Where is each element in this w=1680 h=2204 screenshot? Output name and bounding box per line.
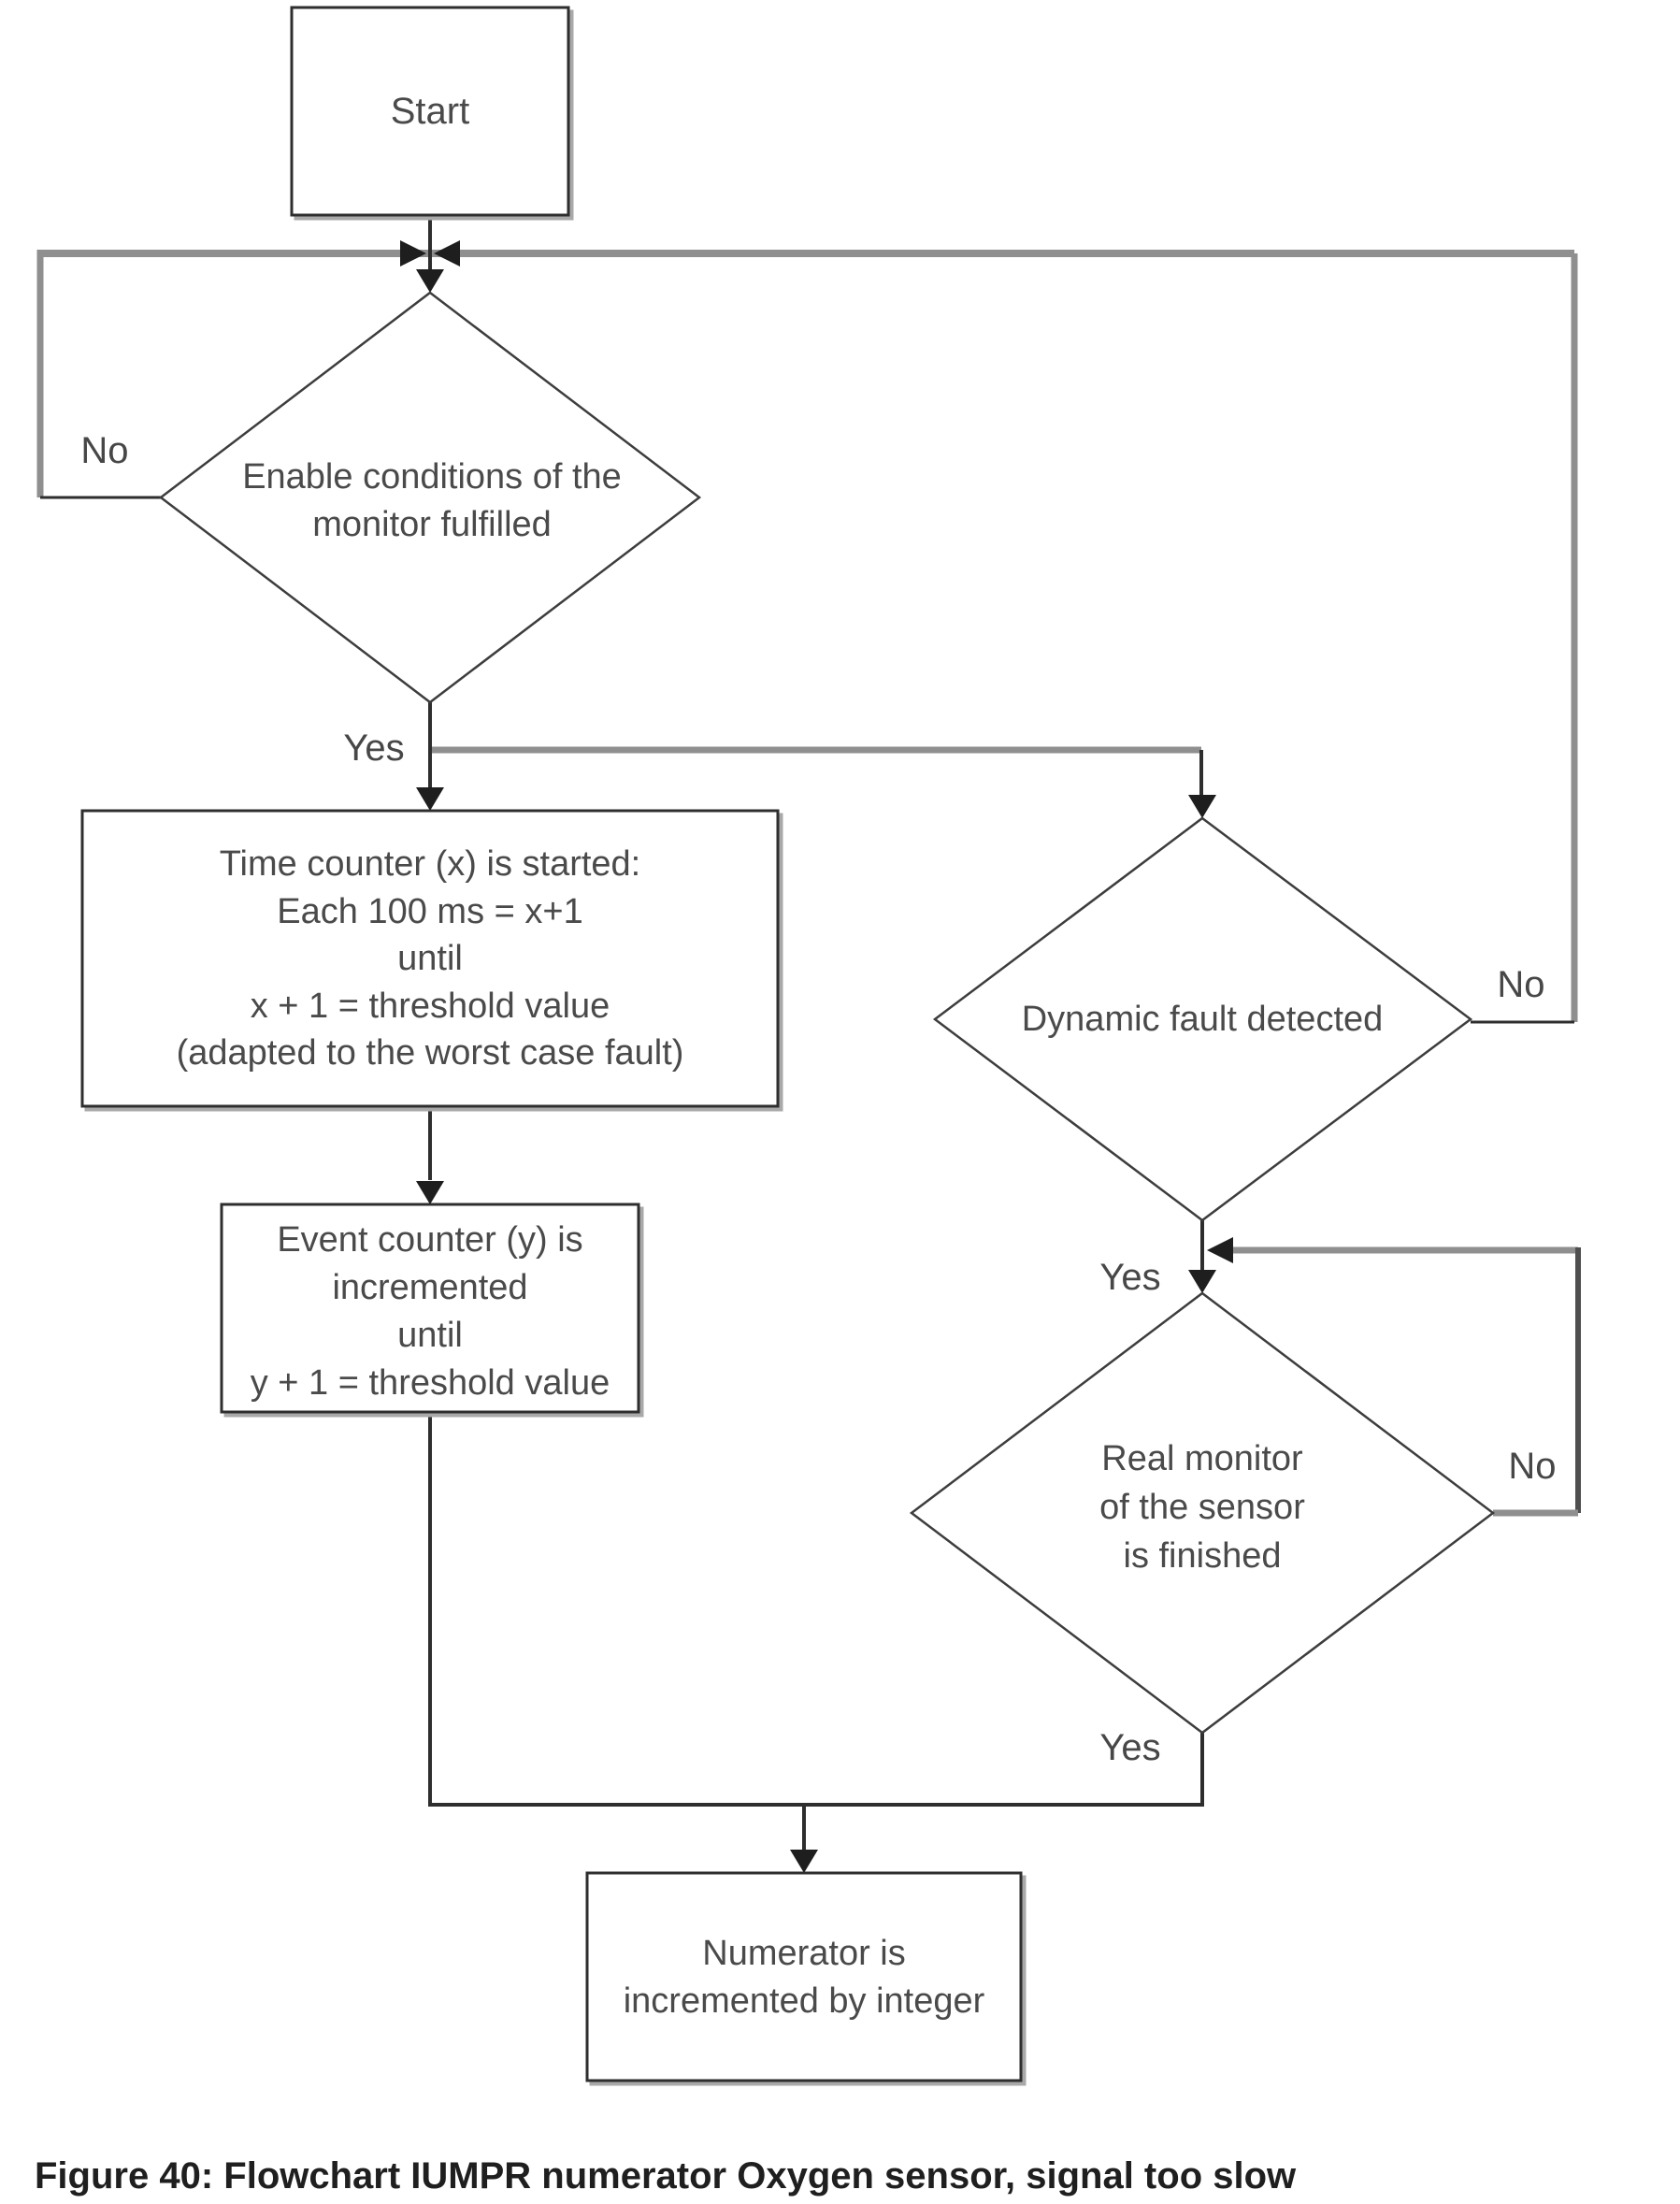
enable-conditions-line1: Enable conditions of the xyxy=(242,457,622,497)
node-decision-real-monitor: Real monitor of the sensor is finished xyxy=(909,1291,1496,1735)
numerator-line2: incremented by integer xyxy=(624,1981,985,2021)
monitor-yes-label: Yes xyxy=(1099,1727,1160,1768)
node-start: Start xyxy=(290,6,570,217)
time-counter-line3: until xyxy=(397,939,463,978)
node-process-numerator: Numerator is incremented by integer xyxy=(585,1871,1023,2082)
event-counter-line3: until xyxy=(397,1316,463,1355)
numerator-line1: Numerator is xyxy=(702,1934,906,1973)
time-counter-line1: Time counter (x) is started: xyxy=(220,844,641,884)
real-monitor-line2: of the sensor xyxy=(1099,1488,1305,1527)
enable-conditions-diamond xyxy=(158,291,702,704)
start-label: Start xyxy=(391,91,469,132)
event-counter-line4: y + 1 = threshold value xyxy=(251,1363,610,1403)
numerator-box xyxy=(585,1871,1023,2082)
dynamic-yes-label: Yes xyxy=(1099,1257,1160,1298)
event-counter-box xyxy=(220,1203,640,1414)
arrow-down-into-event-icon xyxy=(416,1181,444,1204)
node-process-event-counter: Event counter (y) is incremented until y… xyxy=(220,1203,640,1414)
time-counter-box xyxy=(80,809,780,1108)
enable-no-label: No xyxy=(80,430,128,471)
real-monitor-diamond xyxy=(909,1291,1496,1735)
real-monitor-line3: is finished xyxy=(1124,1536,1282,1576)
node-process-time-counter: Time counter (x) is started: Each 100 ms… xyxy=(80,809,780,1108)
arrow-left-into-monitor-junction-icon xyxy=(1207,1237,1233,1263)
arrow-down-into-monitor-icon xyxy=(1188,1270,1216,1293)
arrow-right-into-junction-icon xyxy=(400,240,426,266)
time-counter-line5: (adapted to the worst case fault) xyxy=(177,1033,684,1073)
real-monitor-line1: Real monitor xyxy=(1101,1439,1303,1478)
arrow-down-into-time-icon xyxy=(416,787,444,811)
start-box xyxy=(290,6,570,217)
dynamic-no-label: No xyxy=(1497,964,1544,1005)
monitor-no-label: No xyxy=(1508,1446,1556,1487)
dynamic-fault-diamond xyxy=(932,816,1473,1222)
node-decision-enable: Enable conditions of the monitor fulfill… xyxy=(158,291,702,704)
event-counter-line2: incremented xyxy=(332,1268,527,1307)
time-counter-line4: x + 1 = threshold value xyxy=(251,987,610,1026)
arrow-down-into-numerator-icon xyxy=(790,1850,818,1873)
figure-caption: Figure 40: Flowchart IUMPR numerator Oxy… xyxy=(35,2155,1297,2197)
enable-yes-label: Yes xyxy=(343,727,404,769)
enable-conditions-line2: monitor fulfilled xyxy=(312,505,552,544)
node-decision-dynamic-fault: Dynamic fault detected xyxy=(932,816,1473,1222)
time-counter-line2: Each 100 ms = x+1 xyxy=(277,892,582,931)
arrow-down-into-dynamic-icon xyxy=(1188,795,1216,818)
arrow-left-into-junction-icon xyxy=(434,240,460,266)
dynamic-fault-label: Dynamic fault detected xyxy=(1022,1000,1384,1039)
arrow-down-into-enable-icon xyxy=(416,269,444,293)
event-counter-line1: Event counter (y) is xyxy=(277,1220,582,1260)
